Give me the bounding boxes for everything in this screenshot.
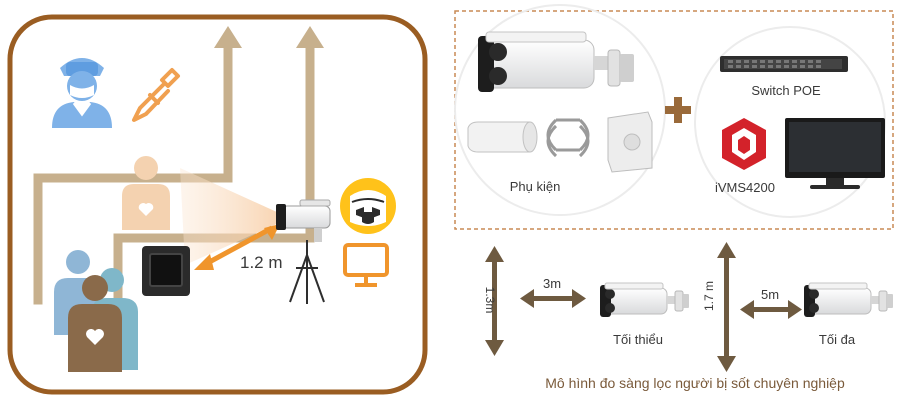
tripod-icon: [289, 240, 325, 304]
camera-fov: [180, 168, 290, 265]
junction-box-icon: [607, 111, 653, 173]
scene-panel: 1.2 m: [7, 14, 428, 395]
path-arrow-head-left: [214, 26, 242, 48]
pole-mount-icon: [546, 118, 590, 158]
person-icon: [68, 275, 122, 372]
bracket-icon: [467, 121, 538, 153]
height-max-label: 1.7 m: [702, 281, 716, 311]
gap-min-label: 3m: [543, 276, 561, 291]
spacing-panel: 1.3m 3m Tối thiểu 1.7 m: [483, 242, 893, 391]
software-label: iVMS4200: [715, 180, 775, 195]
gap-max-label: 5m: [761, 287, 779, 302]
pc-monitor-icon: [785, 118, 885, 189]
distance-label: 1.2 m: [240, 253, 283, 272]
distance-arrow: [194, 224, 280, 270]
person-screening-icon: [122, 156, 170, 230]
caption: Mô hình đo sàng lọc người bị sốt chuyên …: [545, 375, 845, 391]
accessories-label: Phụ kiện: [510, 179, 561, 194]
path-arrow-head-right: [296, 26, 324, 48]
camera-icon: [276, 199, 331, 242]
height-max-arrow: [717, 242, 736, 372]
blackbody-device-icon: [142, 246, 190, 296]
monitor-icon: [343, 243, 389, 287]
plus-icon: [665, 97, 691, 123]
components-frame: [454, 10, 894, 230]
switch-icon: [720, 56, 848, 72]
switch-label: Switch POE: [751, 83, 821, 98]
components-panel: Phụ kiện Switc: [454, 4, 894, 230]
max-label: Tối đa: [819, 332, 856, 347]
max-camera-icon: [804, 282, 893, 317]
gap-max-arrow: [740, 300, 802, 319]
queue-people: [54, 250, 138, 372]
min-camera-icon: [600, 282, 689, 317]
pipette-icon: [132, 68, 180, 122]
doctor-icon: [52, 58, 112, 128]
main-camera-icon: [478, 31, 634, 92]
ivms-logo-icon: [722, 118, 766, 170]
face-shield-icon: [340, 178, 396, 234]
gap-min-arrow: [520, 289, 586, 308]
height-min-label: 1.3m: [483, 287, 497, 314]
min-label: Tối thiểu: [613, 332, 663, 347]
height-min-arrow: [485, 246, 504, 356]
